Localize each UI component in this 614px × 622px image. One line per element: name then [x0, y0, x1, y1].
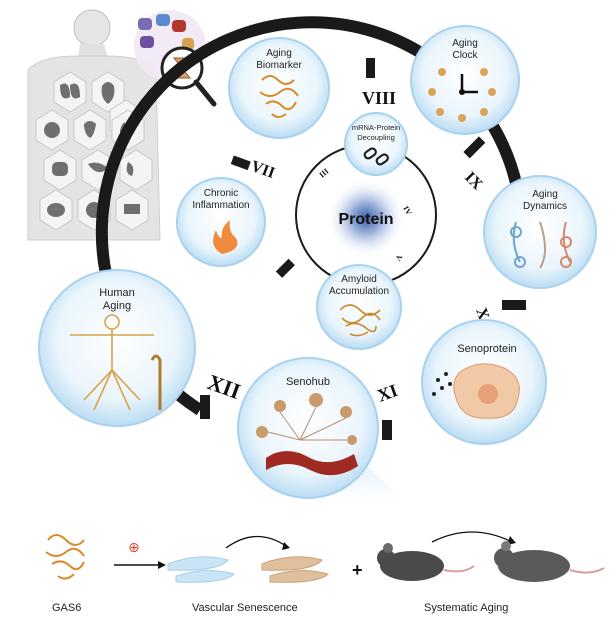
label-human-aging-2: Aging — [103, 300, 131, 312]
bubble-aging-biomarker: Aging Biomarker — [228, 37, 330, 139]
bubble-amyloid-accumulation: Amyloid Accumulation — [316, 264, 402, 350]
roman-XII: XII — [204, 369, 244, 404]
dynamics-curves-icon — [510, 221, 572, 269]
arrow-icon — [158, 561, 166, 569]
old-mouse-icon — [494, 541, 605, 582]
organs-network-icon — [256, 393, 358, 476]
label-chronic-2: Inflammation — [192, 200, 249, 211]
flame-icon — [213, 220, 238, 254]
label-aging-biomarker-1: Aging — [266, 48, 292, 59]
bubble-aging-clock: Aging Clock — [410, 25, 520, 135]
bubble-mrna-protein-decoupling: mRNA-Protein Decoupling — [344, 112, 408, 176]
label-aging-dynamics-1: Aging — [532, 189, 558, 200]
clock-hands-icon — [428, 68, 496, 122]
label-senohub: Senohub — [286, 376, 330, 388]
bubble-human-aging: Human Aging — [38, 269, 196, 427]
vitruvian-man-icon — [70, 314, 162, 411]
label-mrna-1: mRNA-Protein — [352, 123, 400, 132]
label-mrna-2: Decoupling — [357, 133, 395, 142]
label-aging-biomarker-2: Biomarker — [256, 60, 302, 71]
bubble-senoprotein: Senoprotein — [421, 319, 547, 445]
bubble-aging-dynamics: Aging Dynamics — [483, 175, 597, 289]
gas6-protein-icon — [45, 534, 85, 580]
label-aging-clock-1: Aging — [452, 38, 478, 49]
roman-XI: XI — [375, 380, 401, 406]
roman-VIII: VIII — [362, 88, 396, 108]
senescent-cell-icon — [432, 363, 520, 419]
center-protein-label: Protein — [338, 211, 393, 228]
inner-clock: Protein III IV V — [295, 144, 437, 286]
amyloid-fibrils-icon — [339, 304, 381, 337]
bubble-senohub: Senohub — [237, 357, 402, 500]
label-amyloid-2: Accumulation — [329, 286, 389, 297]
label-aging-clock-2: Clock — [452, 50, 478, 61]
gas6-label: GAS6 — [52, 602, 81, 614]
roman-IX: IX — [461, 169, 486, 194]
protein-structure-icon — [259, 75, 299, 118]
bubble-chronic-inflammation: Chronic Inflammation — [176, 177, 266, 267]
vascular-senescence-label: Vascular Senescence — [192, 602, 298, 614]
human-body-illustration — [27, 9, 217, 241]
roman-inner-V: V — [393, 253, 404, 263]
label-aging-dynamics-2: Dynamics — [523, 201, 567, 212]
label-senoprotein: Senoprotein — [457, 343, 516, 355]
plus-circle-symbol: ⊕ — [128, 539, 140, 555]
vascular-cells-icon — [167, 535, 329, 583]
broken-link-icon — [363, 147, 389, 166]
label-amyloid-1: Amyloid — [341, 274, 377, 285]
label-chronic-1: Chronic — [204, 188, 238, 199]
label-human-aging-1: Human — [99, 287, 134, 299]
systematic-aging-label: Systematic Aging — [424, 602, 508, 614]
roman-VII: VII — [249, 158, 277, 182]
bottom-pathway: GAS6 ⊕ Vascular Senescence + Sys — [45, 531, 605, 614]
aging-arrow — [431, 531, 513, 543]
roman-inner-IV: IV — [401, 205, 413, 217]
young-mouse-icon — [377, 543, 475, 581]
plus-sign: + — [352, 560, 363, 580]
